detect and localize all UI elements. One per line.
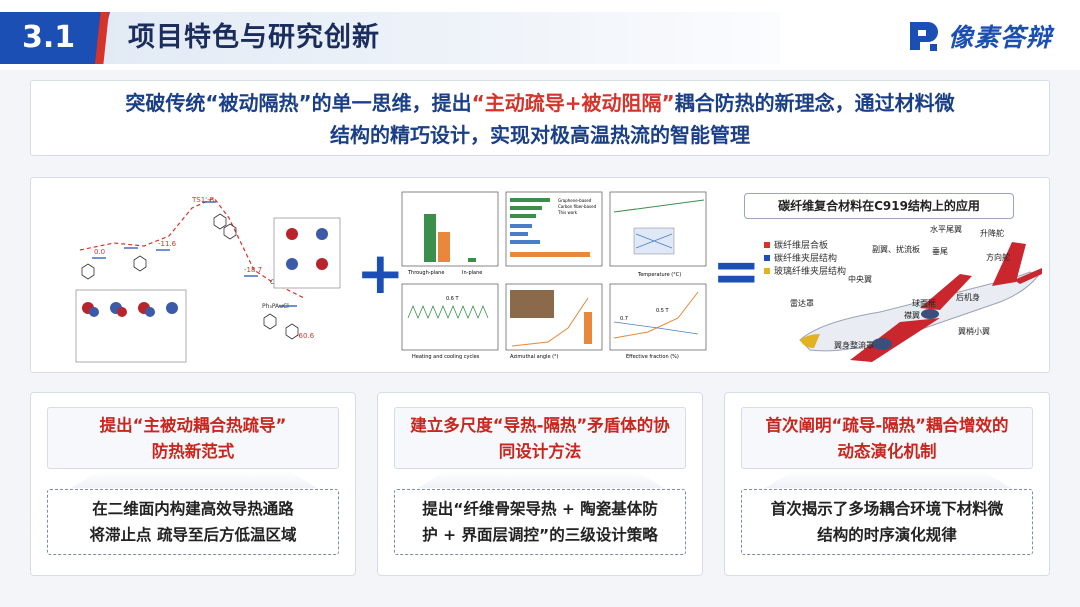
card-1-body-line-2: 将滞止点 疏导至后方低温区域 — [89, 526, 297, 544]
innovation-card-1: 提出“主被动耦合热疏导” 防热新范式 在二维面内构建高效导热通路 将滞止点 疏导… — [30, 392, 356, 576]
intro-line-1: 突破传统“被动隔热”的单一思维，提出“主动疏导+被动阻隔”耦合防热的新理念，通过… — [31, 87, 1049, 119]
card-3-heading-line-1: 首次阐明“疏导-隔热”耦合增效的 — [765, 416, 1009, 435]
chem-label-ts: TS1'-R — [191, 196, 215, 204]
card-2-connector — [418, 470, 664, 488]
label-center-wing: 中央翼 — [848, 274, 872, 284]
intro-statement: 突破传统“被动隔热”的单一思维，提出“主动疏导+被动阻隔”耦合防热的新理念，通过… — [30, 80, 1050, 156]
card-2-body: 提出“纤维骨架导热 + 陶瓷基体防 护 + 界面层调控”的三级设计策略 — [394, 489, 686, 555]
legend-label-2: 碳纤维夹层结构 — [774, 254, 838, 264]
innovation-card-3: 首次阐明“疏导-隔热”耦合增效的 动态演化机制 首次揭示了多场耦合环境下材料微 … — [724, 392, 1050, 576]
card-3-body: 首次揭示了多场耦合环境下材料微 结构的时序演化规律 — [741, 489, 1033, 555]
innovation-card-2: 建立多尺度“导热-隔热”矛盾体的协 同设计方法 提出“纤维骨架导热 + 陶瓷基体… — [377, 392, 703, 576]
label-elevator: 升降舵 — [980, 228, 1004, 238]
legend-item-2: 碳纤维夹层结构 — [764, 253, 846, 266]
logo-icon — [906, 18, 942, 54]
chem-label-0: 0.0 — [94, 248, 105, 256]
legend-label-1: 碳纤维层合板 — [774, 241, 829, 251]
frac-value-label-2: 0.7 — [620, 316, 628, 322]
card-1-body-line-1: 在二维面内构建高效导热通路 — [92, 500, 294, 518]
legend-item-1: 碳纤维层合板 — [764, 240, 846, 253]
intro-line-2: 结构的精巧设计，实现对极高温热流的智能管理 — [330, 123, 750, 147]
legend-item-3: 玻璃纤维夹层结构 — [764, 266, 846, 279]
label-vertical-tail: 垂尾 — [932, 246, 948, 256]
card-2-heading-line-2: 同设计方法 — [498, 442, 582, 461]
card-2-body-line-2: 护 + 界面层调控”的三级设计策略 — [422, 526, 658, 544]
card-1-heading: 提出“主被动耦合热疏导” 防热新范式 — [47, 407, 339, 469]
chem-label-1: -11.6 — [158, 240, 177, 248]
header-bar: 3.1 项目特色与研究创新 像素答辩 — [0, 0, 1080, 70]
angle-x-label: Azimuthal angle (°) — [510, 354, 559, 360]
card-3-connector — [765, 470, 1011, 488]
airplane-illustration: 水平尾翼 升降舵 副翼、扰流板 垂尾 方向舵 中央翼 后机身 雷达罩 球面框 襟… — [790, 224, 1042, 362]
label-rudder: 方向舵 — [986, 252, 1010, 262]
card-1-heading-line-2: 防热新范式 — [151, 442, 235, 461]
title-band — [0, 12, 780, 64]
label-aft-fuselage: 后机身 — [956, 292, 980, 302]
thermal-charts-grid: Through-plane In-plane Graphene-based Ca… — [401, 191, 707, 360]
card-3-body-line-1: 首次揭示了多场耦合环境下材料微 — [770, 500, 1004, 518]
card-1-body: 在二维面内构建高效导热通路 将滞止点 疏导至后方低温区域 — [47, 489, 339, 555]
plus-sign: + — [356, 239, 405, 307]
chem-label-reagent: Ph₃PAuCl — [262, 303, 289, 310]
frac-value-label: 0.5 T — [656, 308, 670, 314]
application-title: 碳纤维复合材料在C919结构上的应用 — [744, 193, 1014, 219]
logo-text: 像素答辩 — [947, 23, 1052, 52]
bar-x-label-2: In-plane — [462, 270, 482, 276]
bar-x-label-1: Through-plane — [407, 270, 444, 276]
legend-carbon: Carbon fiber-based — [558, 204, 597, 209]
chem-label-cl: Cl — [270, 279, 276, 286]
frac-x-label: Effective fraction (%) — [626, 354, 679, 360]
label-horizontal-tail: 水平尾翼 — [930, 224, 962, 234]
card-3-heading: 首次阐明“疏导-隔热”耦合增效的 动态演化机制 — [741, 407, 1033, 469]
card-3-body-line-2: 结构的时序演化规律 — [817, 526, 957, 544]
card-1-heading-line-1: 提出“主被动耦合热疏导” — [99, 416, 287, 435]
page-title: 项目特色与研究创新 — [128, 22, 380, 53]
plane-legend: 碳纤维层合板 碳纤维夹层结构 玻璃纤维夹层结构 — [764, 240, 846, 279]
intro-highlight: “主动疏导+被动阻隔” — [471, 91, 675, 115]
label-radome: 雷达罩 — [790, 298, 814, 308]
cycle-x-label: Heating and cooling cycles — [412, 354, 480, 360]
reaction-energy-diagram: TS1'-R 0.0 -11.6 -18.7 Ph₃PAuCl -60.6 Cl — [75, 196, 341, 363]
label-pressure-bulkhead: 球面框 — [912, 298, 936, 308]
card-1-connector — [71, 470, 317, 488]
brand-logo: 像素答辩 — [906, 18, 1052, 54]
label-flap: 襟翼 — [904, 310, 920, 320]
chem-label-2: -18.7 — [244, 266, 262, 274]
legend-label-3: 玻璃纤维夹层结构 — [774, 267, 847, 277]
legend-graphene: Graphene-based — [558, 198, 592, 203]
card-2-body-line-1: 提出“纤维骨架导热 + 陶瓷基体防 — [422, 500, 658, 518]
section-number: 3.1 — [0, 12, 110, 64]
temp-x-label: Temperature (°C) — [637, 272, 681, 278]
card-2-heading-line-1: 建立多尺度“导热-隔热”矛盾体的协 — [410, 416, 670, 435]
intro-text-a: 突破传统“被动隔热”的单一思维，提出 — [125, 91, 472, 115]
molecule-structures — [81, 213, 299, 340]
label-winglet: 翼梢小翼 — [958, 326, 990, 336]
intro-text-b: 耦合防热的新理念，通过材料微 — [674, 91, 955, 115]
card-3-heading-line-2: 动态演化机制 — [837, 442, 937, 461]
chem-label-3: -60.6 — [296, 332, 315, 340]
cycle-value-label: 0.6 T — [446, 296, 460, 302]
label-aileron: 副翼、扰流板 — [872, 244, 920, 254]
legend-this-work: This work — [557, 210, 578, 215]
equals-sign: = — [712, 237, 761, 305]
card-2-heading: 建立多尺度“导热-隔热”矛盾体的协 同设计方法 — [394, 407, 686, 469]
label-fairing: 翼身整流罩 — [834, 340, 874, 350]
orbital-images — [82, 228, 328, 317]
